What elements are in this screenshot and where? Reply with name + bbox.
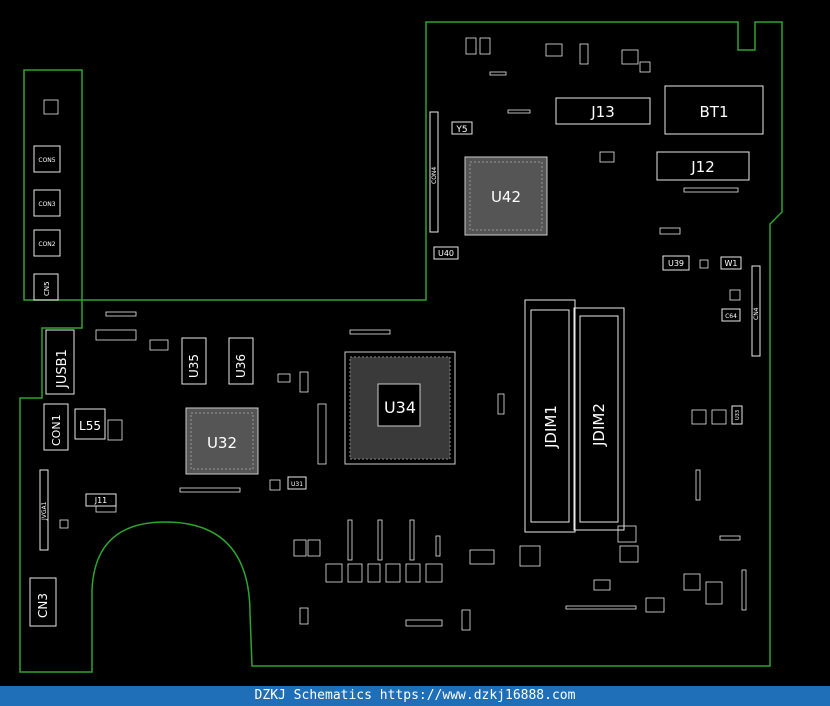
u36-chip	[228, 337, 254, 385]
u34-chip	[344, 351, 456, 465]
label-l55: L55	[79, 419, 101, 433]
u33-chip	[731, 405, 743, 425]
label-u42: U42	[491, 188, 521, 206]
label-cn5: CN5	[43, 281, 51, 296]
jdim1-slot	[524, 299, 576, 533]
label-u31: U31	[291, 481, 303, 488]
c64-part	[721, 308, 741, 322]
con2-connector	[33, 229, 61, 257]
bt1-battery	[664, 85, 764, 135]
label-cn3: CN3	[36, 593, 50, 618]
u32-chip	[185, 407, 259, 475]
label-con4: CON4	[431, 167, 438, 184]
w1-part	[720, 256, 742, 270]
label-u35: U35	[187, 354, 201, 378]
jdim2-slot	[573, 307, 625, 531]
board-outline	[19, 21, 783, 673]
j12-connector	[656, 151, 750, 181]
u42-chip	[464, 156, 548, 236]
label-con3: CON3	[38, 201, 55, 208]
y5-crystal	[451, 121, 473, 135]
label-j13: J13	[590, 103, 615, 121]
label-y5: Y5	[455, 125, 467, 135]
con3-connector	[33, 189, 61, 217]
cn3-connector	[29, 577, 57, 627]
pcb-board-layout: J13 BT1 J12 Y5 CON4 U42 U40 U39 W1 C64 C…	[19, 21, 783, 673]
cn5-connector	[33, 273, 59, 301]
cn4-connector	[751, 265, 761, 357]
l55-inductor	[74, 408, 106, 440]
j13-connector	[555, 97, 651, 125]
label-jdim2: JDIM2	[590, 403, 608, 447]
label-bt1: BT1	[700, 103, 729, 121]
con1-connector	[43, 403, 69, 451]
label-j12: J12	[690, 158, 715, 176]
label-u39: U39	[668, 259, 684, 268]
label-u32: U32	[207, 434, 237, 452]
u35-chip	[181, 337, 207, 385]
con4-connector	[429, 111, 439, 233]
label-jusb1: JUSB1	[55, 349, 70, 389]
label-u34: U34	[384, 398, 416, 417]
label-j11: J11	[94, 496, 108, 505]
label-u36: U36	[234, 354, 248, 378]
label-u33: U33	[735, 410, 741, 420]
label-jdim1: JDIM1	[542, 405, 560, 449]
label-con2: CON2	[38, 241, 55, 248]
label-con5: CON5	[38, 157, 55, 164]
label-c64: C64	[725, 313, 737, 320]
label-cn4: CN4	[753, 307, 760, 320]
u31-chip	[287, 476, 307, 490]
jusb1-connector	[45, 329, 75, 395]
footer-watermark: DZKJ Schematics https://www.dzkj16888.co…	[0, 686, 830, 706]
label-con1: CON1	[50, 414, 63, 446]
jvga1-connector	[39, 469, 49, 551]
label-w1: W1	[725, 259, 738, 268]
label-u40: U40	[438, 249, 454, 258]
label-jvga1: JVGA1	[41, 501, 48, 521]
u39-chip	[662, 255, 690, 271]
con5-connector	[33, 145, 61, 173]
u40-chip	[433, 246, 459, 260]
